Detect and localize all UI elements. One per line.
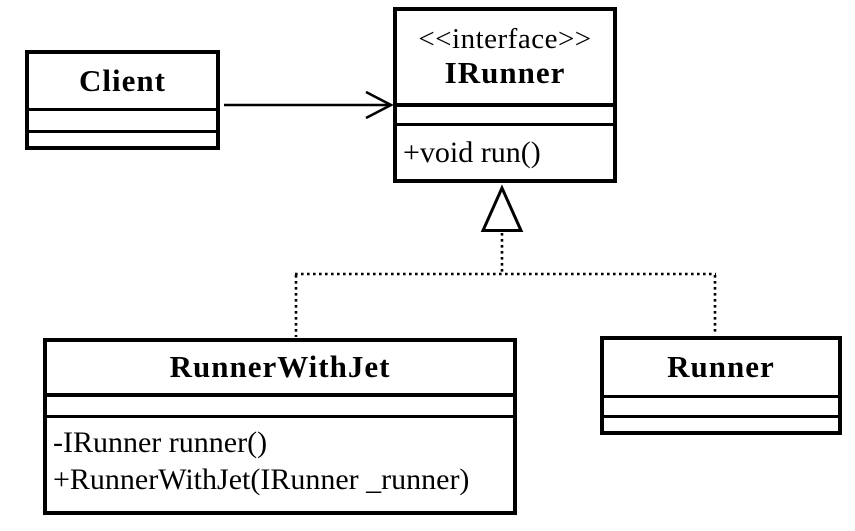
class-name-client-label: Client [79, 62, 166, 98]
compartment-divider [47, 393, 513, 397]
method-constructor-runnerwithjet: +RunnerWithJet(IRunner _runner) [53, 463, 470, 496]
method-runner: -IRunner runner() [53, 426, 268, 459]
client-methods-compartment-empty [29, 133, 216, 146]
class-box-irunner: <<interface>> IRunner +void run() [393, 7, 617, 183]
compartment-divider [29, 108, 216, 111]
class-name-irunner-label: IRunner [444, 54, 566, 90]
compartment-divider [47, 415, 513, 418]
runner-methods-compartment-empty [604, 418, 838, 431]
method-run: +void run() [403, 136, 541, 169]
client-attributes-compartment-empty [29, 111, 216, 130]
compartment-divider [604, 395, 838, 398]
class-box-client: Client [25, 50, 220, 150]
irunner-methods-compartment: +void run() [397, 126, 613, 179]
class-name-runnerwithjet: RunnerWithJet [47, 342, 513, 393]
stereotype-interface: <<interface>> [418, 23, 592, 55]
class-header-irunner: <<interface>> IRunner [397, 11, 613, 103]
class-box-runnerwithjet: RunnerWithJet -IRunner runner() +RunnerW… [43, 338, 517, 515]
class-name-client: Client [29, 54, 216, 108]
class-box-runner: Runner [600, 336, 842, 435]
association-open-arrowhead-icon [365, 90, 394, 120]
class-name-runner: Runner [604, 340, 838, 395]
class-name-runner-label: Runner [667, 349, 775, 385]
compartment-divider [397, 123, 613, 126]
irunner-attributes-compartment-empty [397, 107, 613, 123]
compartment-divider [29, 130, 216, 133]
compartment-divider [397, 103, 613, 107]
runner-attributes-compartment-empty [604, 398, 838, 415]
realization-triangle-icon [480, 184, 524, 232]
class-name-runnerwithjet-label: RunnerWithJet [169, 349, 391, 385]
compartment-divider [604, 415, 838, 418]
runnerwithjet-attributes-compartment-empty [47, 397, 513, 415]
runnerwithjet-methods-compartment: -IRunner runner() +RunnerWithJet(IRunner… [47, 418, 513, 511]
